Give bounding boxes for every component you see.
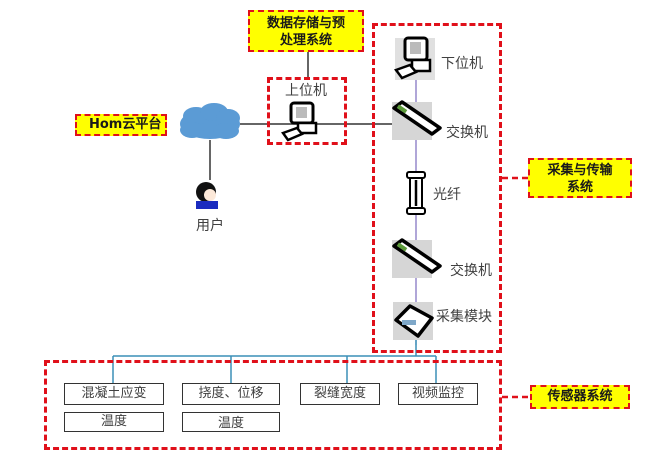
sensor-label: 裂缝宽度 xyxy=(313,386,366,401)
user-label: 用户 xyxy=(196,218,224,234)
sensor-label: 温度 xyxy=(100,414,127,429)
sensor-system-label: 传感器系统 xyxy=(530,385,630,409)
fiber-label: 光纤 xyxy=(433,187,461,203)
data-storage-line2: 处理系统 xyxy=(279,33,332,48)
sensor-system-region xyxy=(44,360,502,450)
sensor-label: 挠度、位移 xyxy=(198,386,264,401)
acquisition-transmission-region xyxy=(372,23,502,353)
sensor-temperature-2: 温度 xyxy=(182,412,280,432)
acq-trans-line1: 采集与传输 xyxy=(547,163,613,178)
sensor-temperature-1: 温度 xyxy=(64,412,164,432)
cloud-platform-text: Hom云平台 xyxy=(89,117,162,132)
network-switch-icon-bottom xyxy=(392,238,442,274)
cloud-icon xyxy=(180,103,240,139)
sensor-label: 混凝土应变 xyxy=(81,386,147,401)
sensor-concrete-strain: 混凝土应变 xyxy=(64,383,164,405)
computer-icon-lower xyxy=(393,36,432,80)
switch-top-label: 交换机 xyxy=(446,125,488,141)
sensor-video-monitoring: 视频监控 xyxy=(398,383,478,405)
fiber-optic-icon xyxy=(406,171,426,215)
upper-computer-label: 上位机 xyxy=(285,83,327,99)
sensor-label: 视频监控 xyxy=(411,386,464,401)
switch-bottom-label: 交换机 xyxy=(450,263,492,279)
data-storage-label: 数据存储与预 处理系统 xyxy=(248,10,364,52)
sensor-system-text: 传感器系统 xyxy=(547,389,613,404)
acq-trans-line2: 系统 xyxy=(566,180,593,195)
cloud-platform-label: Hom云平台 xyxy=(75,114,167,136)
sensor-deflection-displacement: 挠度、位移 xyxy=(182,383,280,405)
sensor-crack-width: 裂缝宽度 xyxy=(300,383,380,405)
sensor-label: 温度 xyxy=(217,416,244,431)
upper-computer-region xyxy=(267,77,347,145)
computer-icon-upper xyxy=(281,101,318,142)
data-storage-line1: 数据存储与预 xyxy=(266,16,345,31)
acquisition-module-label: 采集模块 xyxy=(436,309,492,325)
lower-computer-label: 下位机 xyxy=(441,56,483,72)
user-avatar-icon xyxy=(196,182,218,209)
network-switch-icon-top xyxy=(392,100,442,136)
acq-trans-label: 采集与传输 系统 xyxy=(528,158,632,198)
acquisition-module-icon xyxy=(394,304,434,338)
